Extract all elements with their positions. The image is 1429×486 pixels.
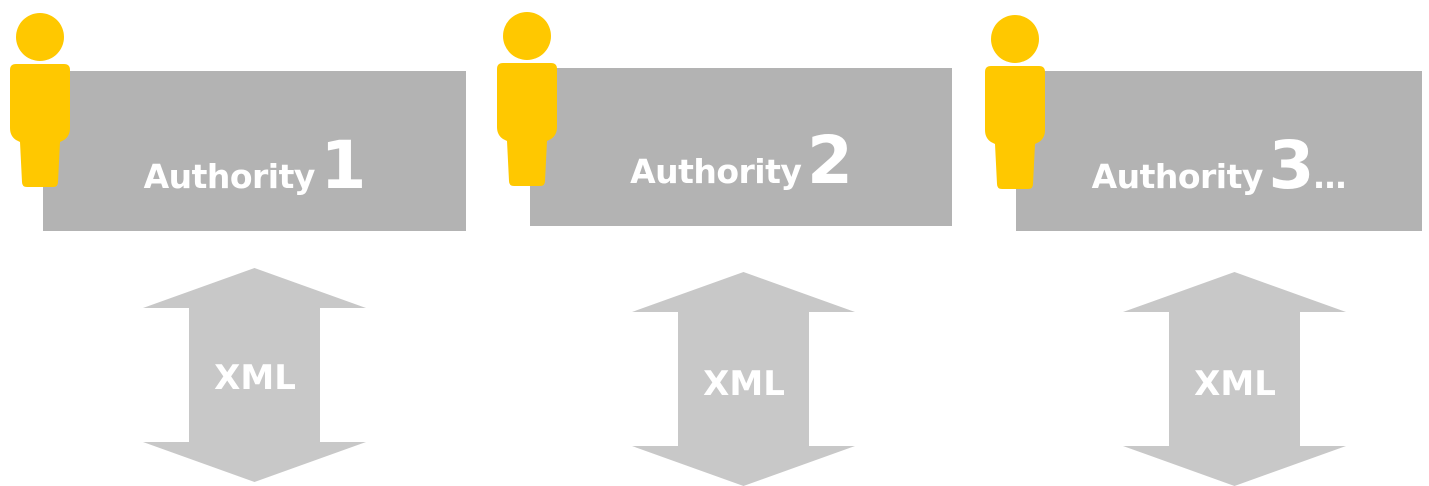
xml-label-1: XML (214, 358, 296, 398)
person-icon (10, 13, 70, 187)
authority-number: 3 (1268, 127, 1315, 204)
authority-number: 2 (807, 122, 853, 199)
authority-suffix: … (1313, 157, 1347, 196)
double-arrow-vertical-icon (632, 272, 855, 486)
authority-box-3: Authority 3… (1016, 71, 1422, 231)
authority-word: Authority (143, 157, 316, 196)
xml-label-2: XML (703, 364, 785, 404)
authority-label-1: Authority 1 (43, 127, 466, 204)
xml-label-3: XML (1194, 364, 1276, 404)
person-icon (497, 12, 557, 186)
authority-word: Authority (1091, 157, 1264, 196)
person-icon (985, 15, 1045, 189)
authority-label-2: Authority 2 (530, 122, 952, 199)
authority-box-1: Authority 1 (43, 71, 466, 231)
double-arrow-vertical-icon (1123, 272, 1346, 486)
double-arrow-vertical-icon (143, 268, 366, 482)
authority-box-2: Authority 2 (530, 68, 952, 226)
authority-word: Authority (630, 152, 802, 191)
authority-number: 1 (320, 127, 367, 204)
authority-label-3: Authority 3… (1016, 127, 1422, 204)
